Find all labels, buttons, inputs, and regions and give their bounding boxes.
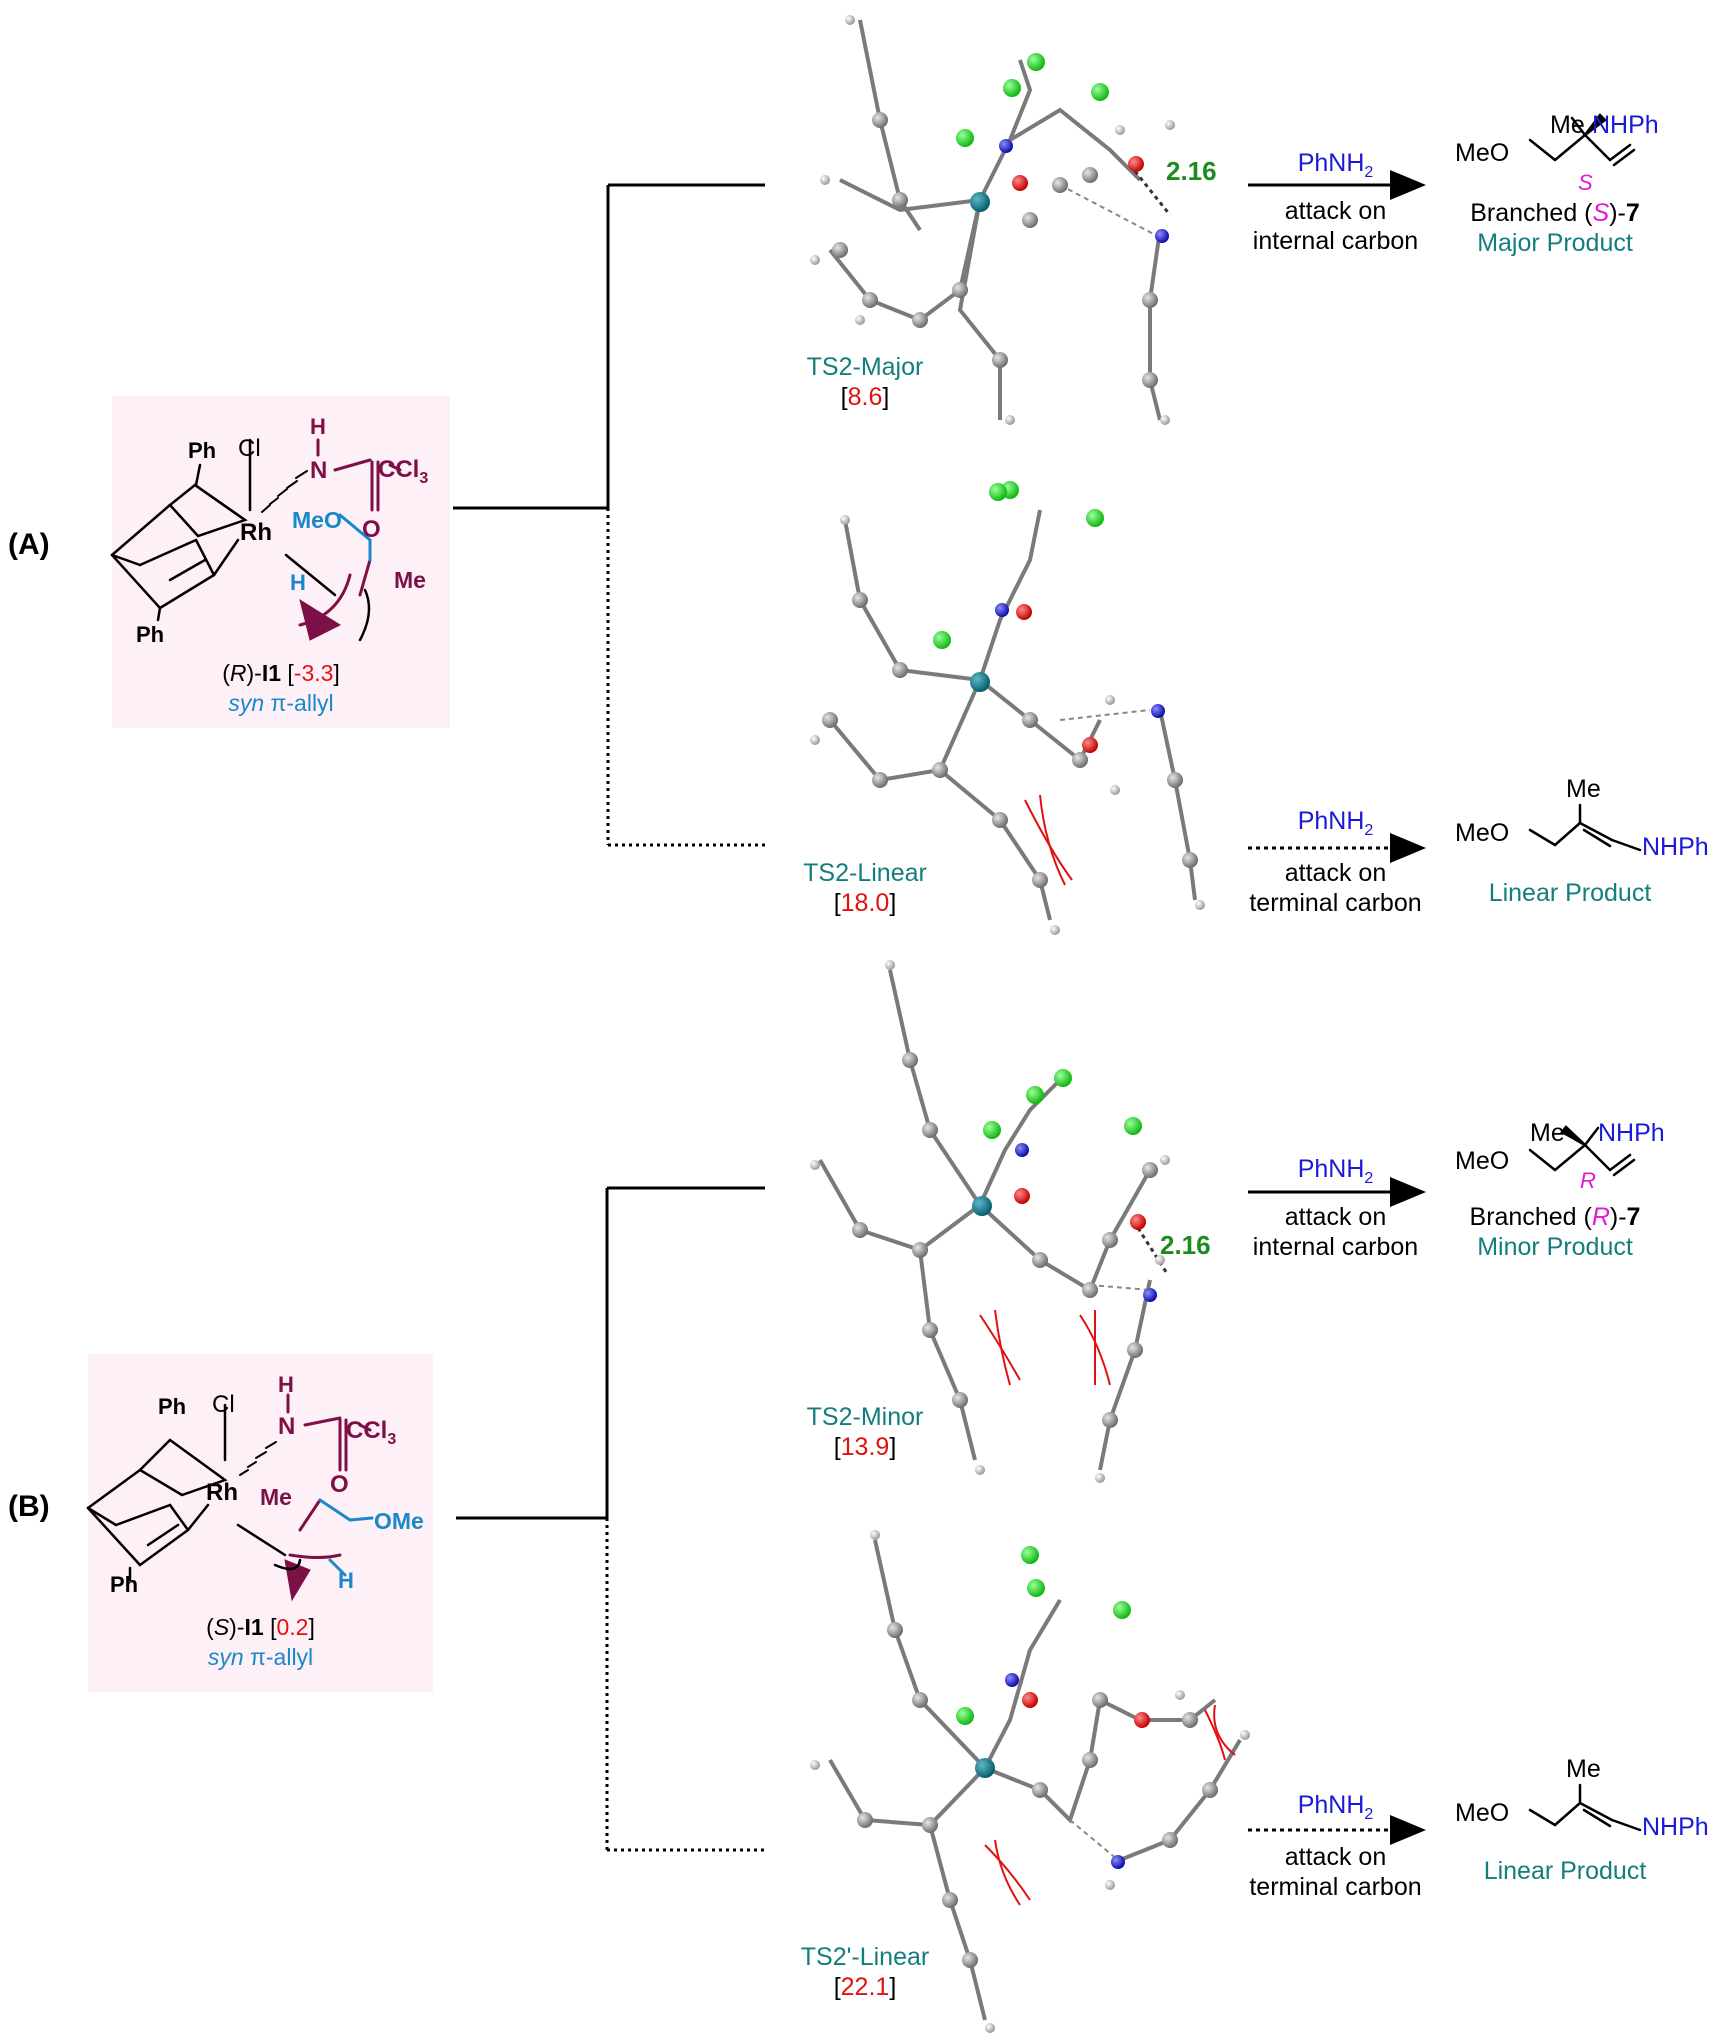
int-b-n: N <box>278 1413 296 1440</box>
prod-b2-nhph: NHPh <box>1642 1813 1709 1841</box>
int-a-caption: (R)-I1 [-3.3] <box>222 660 340 686</box>
ts2-major-energy: [8.6] <box>840 383 890 411</box>
int-b-o: O <box>330 1471 349 1498</box>
arrow-a1-line2: internal carbon <box>1252 227 1419 255</box>
int-b-ph-bottom: Ph <box>110 1572 139 1597</box>
arrow-a2-line1: attack on <box>1284 859 1387 887</box>
int-a-o: O <box>362 516 381 543</box>
ts2-linear-label: TS2-Linear <box>803 859 927 887</box>
intermediate-b-box <box>88 1354 433 1692</box>
int-b-ph-top: Ph <box>158 1394 187 1419</box>
ts2-minor-label: TS2-Minor <box>806 1403 924 1431</box>
int-b-caption: (S)-I1 [0.2] <box>206 1614 315 1640</box>
prod-b1-name: Branched (R)-7 <box>1469 1203 1641 1231</box>
branch-tree-b <box>456 1186 765 1852</box>
ts2p-linear-label: TS2'-Linear <box>800 1943 930 1971</box>
int-a-me: Me <box>394 567 426 593</box>
int-a-ph-top: Ph <box>188 438 217 463</box>
arrow-b2-line2: terminal carbon <box>1249 1873 1422 1901</box>
product-a1-structure <box>1528 113 1636 167</box>
int-a-n: N <box>310 457 328 484</box>
prod-a1-name: Branched (S)-7 <box>1470 199 1640 227</box>
ts2-major-label: TS2-Major <box>806 353 924 381</box>
arrow-b1-line1: attack on <box>1284 1203 1387 1231</box>
int-a-meo: MeO <box>292 507 342 533</box>
prod-a2-caption: Linear Product <box>1488 879 1652 907</box>
intermediate-b-structure <box>86 1393 374 1602</box>
panel-label-a: (A) <box>8 528 50 561</box>
prod-b1-nhph: NHPh <box>1598 1119 1665 1147</box>
int-a-h-nh: H <box>310 414 326 439</box>
prod-a1-caption: Major Product <box>1477 229 1633 257</box>
int-b-ccl3: CCl3 <box>346 1417 397 1448</box>
prod-b1-meo: MeO <box>1455 1147 1510 1175</box>
arrow-a1-line1: attack on <box>1284 197 1387 225</box>
int-b-type: syn π-allyl <box>207 1644 314 1670</box>
int-a-h: H <box>290 570 306 595</box>
arrow-a2-line2: terminal carbon <box>1249 889 1422 917</box>
intermediate-a-box <box>112 396 450 728</box>
product-b1-structure <box>1528 1125 1636 1177</box>
prod-b2-me: Me <box>1566 1755 1601 1783</box>
ts2-major-distance: 2.16 <box>1166 156 1217 186</box>
prod-b1-stereo: R <box>1580 1168 1596 1193</box>
arrow-b1-reagent: PhNH2 <box>1297 1155 1374 1187</box>
arrow-b1-line2: internal carbon <box>1252 1233 1419 1261</box>
product-b2-structure <box>1528 1783 1642 1832</box>
int-a-ph-bottom: Ph <box>136 622 165 647</box>
intermediate-a-structure <box>110 438 402 642</box>
product-a2-structure <box>1528 803 1642 852</box>
int-a-rh: Rh <box>240 519 272 546</box>
arrow-a1-reagent: PhNH2 <box>1297 149 1374 181</box>
prod-a2-me: Me <box>1566 775 1601 803</box>
prod-a1-stereo: S <box>1578 170 1593 195</box>
branch-tree-a <box>453 183 765 847</box>
int-a-ccl3: CCl3 <box>378 456 429 487</box>
ts2-major-model <box>810 15 1175 425</box>
prod-a1-meo: MeO <box>1455 139 1510 167</box>
arrow-b2-reagent: PhNH2 <box>1297 1791 1374 1823</box>
int-b-cl: Cl <box>212 1391 235 1418</box>
int-b-ome: OMe <box>374 1508 424 1534</box>
int-b-rh: Rh <box>206 1479 238 1506</box>
arrow-a2-reagent: PhNH2 <box>1297 807 1374 839</box>
int-a-cl: Cl <box>238 435 261 462</box>
ts2-minor-energy: [13.9] <box>833 1433 897 1461</box>
prod-b1-me: Me <box>1530 1119 1565 1147</box>
prod-b2-meo: MeO <box>1455 1799 1510 1827</box>
int-b-h-nh: H <box>278 1372 294 1397</box>
prod-a2-nhph: NHPh <box>1642 833 1709 861</box>
ts2-minor-model <box>810 960 1170 1483</box>
prod-a2-meo: MeO <box>1455 819 1510 847</box>
prod-a1-nhph: NHPh <box>1592 111 1659 139</box>
panel-label-b: (B) <box>8 1490 50 1523</box>
int-b-h: H <box>338 1568 354 1593</box>
int-a-type: syn π-allyl <box>228 690 334 716</box>
int-b-me: Me <box>260 1484 292 1510</box>
ts2-linear-model <box>810 481 1205 935</box>
arrow-b2-line1: attack on <box>1284 1843 1387 1871</box>
prod-b1-caption: Minor Product <box>1477 1233 1633 1261</box>
ts2p-linear-model <box>810 1530 1250 2033</box>
prod-a1-me: Me <box>1550 111 1585 139</box>
ts2-linear-energy: [18.0] <box>833 889 897 917</box>
ts2-minor-distance: 2.16 <box>1160 1230 1211 1260</box>
prod-b2-caption: Linear Product <box>1483 1857 1647 1885</box>
ts2p-linear-energy: [22.1] <box>833 1973 897 2001</box>
